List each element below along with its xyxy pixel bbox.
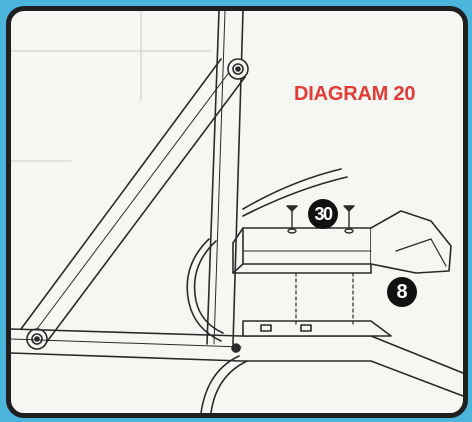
base-rail: [11, 328, 463, 397]
diagonal-arm: [20, 58, 249, 350]
cables: [186, 168, 348, 413]
diagram-panel: DIAGRAM 20 30 8: [6, 6, 468, 418]
background-guides: [11, 11, 212, 162]
seat-bracket: [232, 210, 452, 274]
alignment-guides: [295, 272, 354, 327]
assembly-illustration: [11, 11, 463, 413]
callout-bracket-8: 8: [387, 277, 417, 307]
screws: [286, 205, 355, 234]
diagram-title: DIAGRAM 20: [294, 83, 416, 105]
lower-bracket: [242, 320, 392, 337]
callout-screw-30: 30: [308, 199, 338, 229]
